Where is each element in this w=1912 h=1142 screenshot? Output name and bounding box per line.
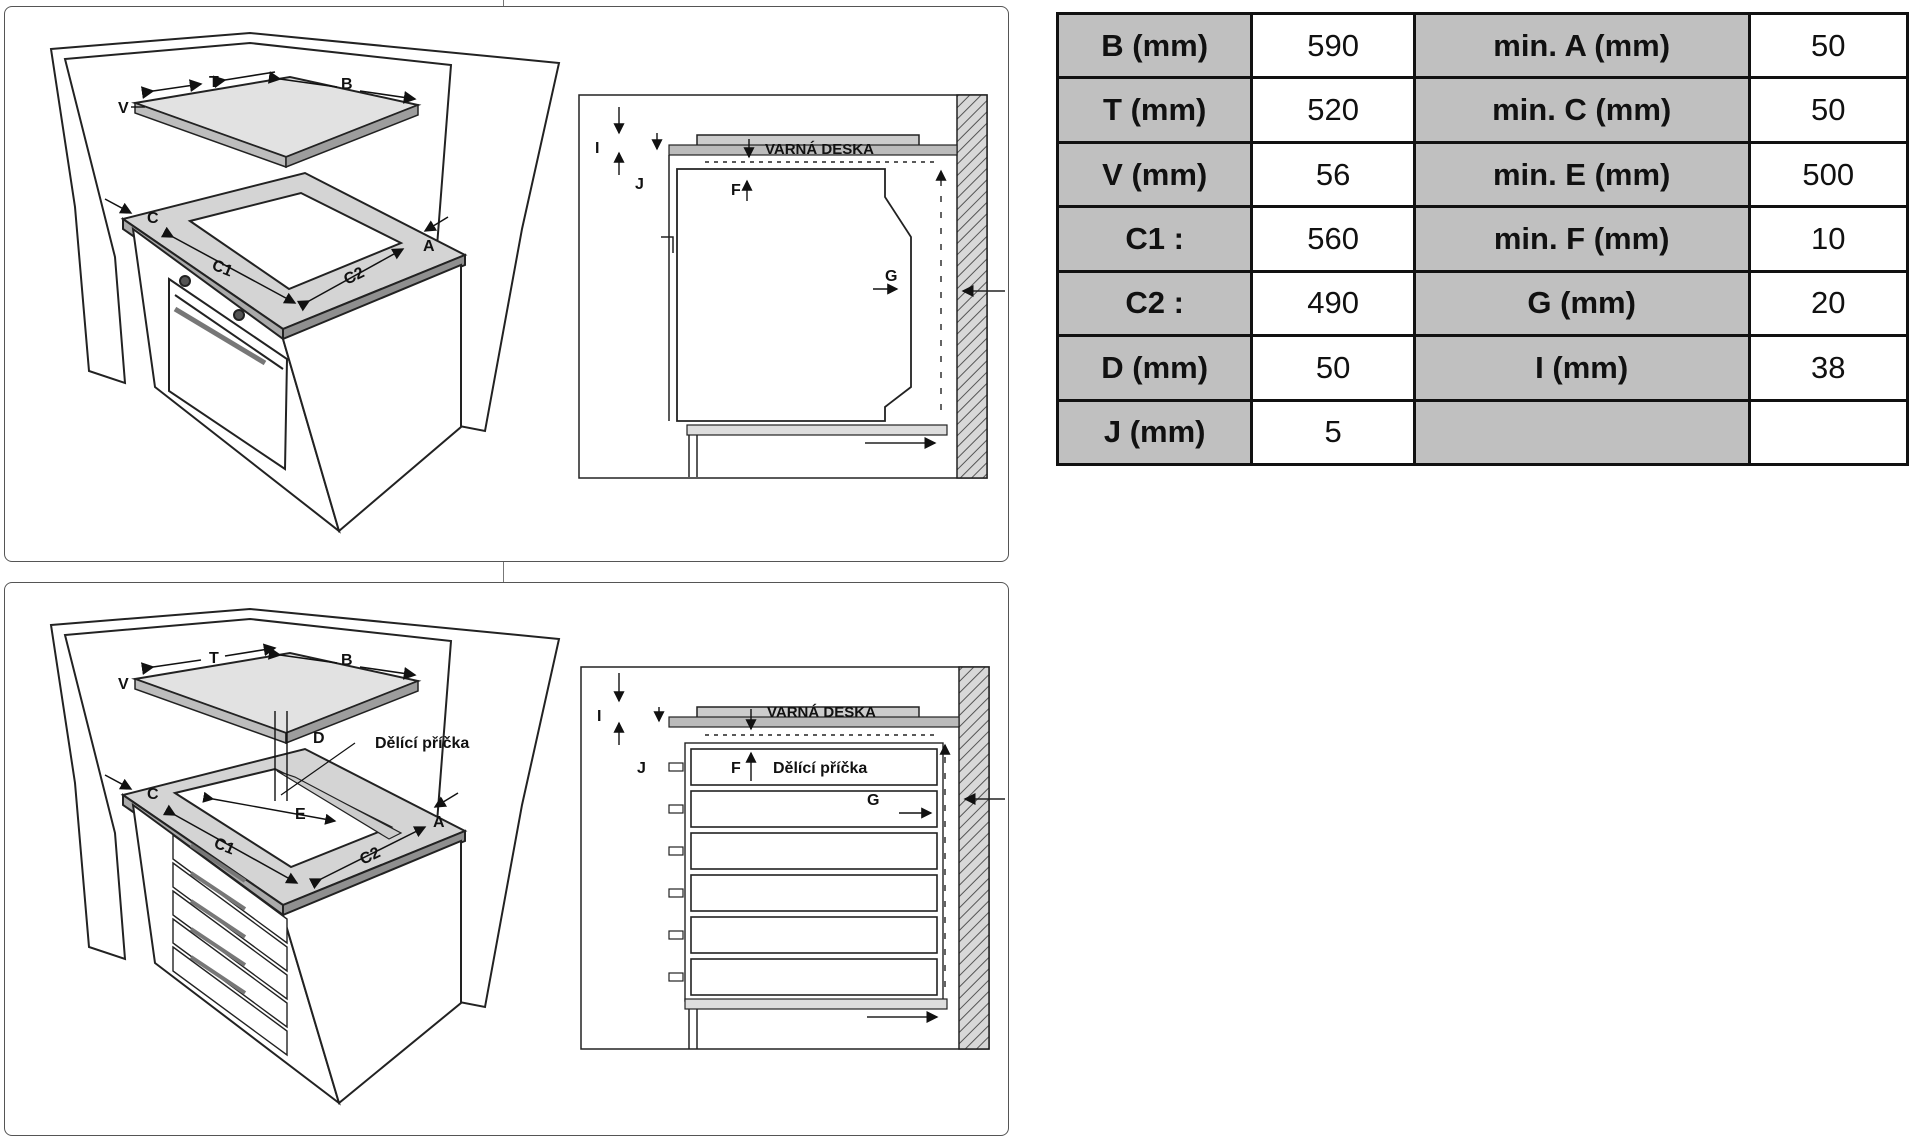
dim-value: 5 xyxy=(1250,398,1416,467)
cross-section-oven xyxy=(578,94,1005,479)
dim-value: 56 xyxy=(1250,140,1416,209)
label-F: F xyxy=(731,182,741,199)
dim-key: min. C (mm) xyxy=(1412,76,1751,144)
arrow-A xyxy=(423,216,449,232)
drawer-installation-diagram: T B V D Dělící příčka E C A C1 C2 xyxy=(49,607,1005,1106)
label-A: A xyxy=(433,814,445,831)
leader-delici xyxy=(280,742,356,796)
label-C1: C1 xyxy=(212,835,237,858)
label-F: F xyxy=(731,760,741,777)
dim-key: C1 : xyxy=(1055,205,1254,273)
dim-key: G (mm) xyxy=(1412,269,1751,338)
label-G: G xyxy=(867,792,879,809)
dim-C2-line xyxy=(308,826,427,890)
hob-top xyxy=(131,651,422,745)
dim-value: 20 xyxy=(1747,269,1909,338)
cabinet-oven xyxy=(120,171,468,534)
dim-value: 50 xyxy=(1747,11,1909,80)
dim-T-line xyxy=(140,659,202,675)
dim-B-line xyxy=(268,71,338,88)
dim-value: 50 xyxy=(1747,76,1909,144)
dim-C2-line xyxy=(296,248,405,312)
oven-installation-diagram: T B V C A C1 C2 xyxy=(49,31,1005,534)
label-C1: C1 xyxy=(210,257,235,280)
dim-key: C2 : xyxy=(1055,269,1254,338)
label-G: G xyxy=(885,268,897,285)
table-row: J (mm) 5 xyxy=(1055,398,1909,467)
dim-B-line xyxy=(268,647,338,664)
dimension-table: B (mm) 590 min. A (mm) 50 T (mm) 520 min… xyxy=(1055,11,1909,467)
dim-value: 10 xyxy=(1747,205,1909,273)
dim-key-empty xyxy=(1412,398,1751,467)
dim-key: min. E (mm) xyxy=(1412,140,1751,209)
label-E: E xyxy=(295,806,306,823)
dim-value: 590 xyxy=(1250,11,1416,80)
dim-value: 50 xyxy=(1250,334,1416,402)
diagram-panel-oven: T B V C A C1 C2 xyxy=(4,6,1009,562)
dim-T-line2 xyxy=(224,643,277,657)
table-row: C1 : 560 min. F (mm) 10 xyxy=(1055,205,1909,273)
label-C: C xyxy=(147,786,159,803)
label-delici-pricka-section: Dělící příčka xyxy=(773,760,867,777)
hob-top xyxy=(131,75,422,169)
dim-T-line xyxy=(140,79,203,99)
panel-tick xyxy=(503,562,504,582)
dim-value: 560 xyxy=(1250,205,1416,273)
cabinet-drawers xyxy=(120,747,468,1106)
dim-value: 500 xyxy=(1747,140,1909,209)
dim-key: V (mm) xyxy=(1055,140,1254,209)
label-C: C xyxy=(147,210,159,227)
dim-T-line2 xyxy=(212,71,276,89)
diagram-panel-drawers: T B V D Dělící příčka E C A C1 C2 xyxy=(4,582,1009,1136)
dim-key: J (mm) xyxy=(1055,398,1254,467)
table-row: T (mm) 520 min. C (mm) 50 xyxy=(1055,76,1909,144)
label-V: V xyxy=(118,100,129,117)
dim-C1-line xyxy=(160,226,297,304)
table-row: C2 : 490 G (mm) 20 xyxy=(1055,269,1909,338)
cross-section-drawers xyxy=(580,666,1005,1050)
dim-value-empty xyxy=(1747,398,1909,467)
label-A: A xyxy=(423,238,435,255)
dim-key: min. F (mm) xyxy=(1412,205,1751,273)
dim-C1-line xyxy=(162,804,299,884)
dim-key: D (mm) xyxy=(1055,334,1254,402)
dim-value: 490 xyxy=(1250,269,1416,338)
dim-value: 520 xyxy=(1250,76,1416,144)
dim-key: T (mm) xyxy=(1055,76,1254,144)
label-T: T xyxy=(209,74,219,91)
label-D: D xyxy=(313,730,325,747)
label-B: B xyxy=(341,652,353,669)
label-J: J xyxy=(635,176,644,193)
label-J: J xyxy=(637,760,646,777)
table-row: B (mm) 590 min. A (mm) 50 xyxy=(1055,11,1909,80)
arrow-C xyxy=(104,774,133,790)
table-row: D (mm) 50 I (mm) 38 xyxy=(1055,334,1909,402)
dim-value: 38 xyxy=(1747,334,1909,402)
label-V: V xyxy=(118,676,129,693)
dim-B-line2 xyxy=(359,666,417,680)
label-delici-pricka: Dělící příčka xyxy=(375,735,469,752)
table-row: V (mm) 56 min. E (mm) 500 xyxy=(1055,140,1909,209)
panel-tick xyxy=(503,0,504,7)
label-I: I xyxy=(595,140,599,157)
dim-key: min. A (mm) xyxy=(1412,11,1751,80)
label-varna-deska: VARNÁ DESKA xyxy=(765,141,874,158)
arrow-A xyxy=(433,792,459,808)
arrow-C xyxy=(104,198,133,214)
label-varna-deska: VARNÁ DESKA xyxy=(767,704,876,721)
dim-key: I (mm) xyxy=(1412,334,1751,402)
label-T: T xyxy=(209,650,219,667)
dim-B-line2 xyxy=(359,90,417,104)
dim-key: B (mm) xyxy=(1055,11,1254,80)
label-B: B xyxy=(341,76,353,93)
label-I: I xyxy=(597,708,601,725)
